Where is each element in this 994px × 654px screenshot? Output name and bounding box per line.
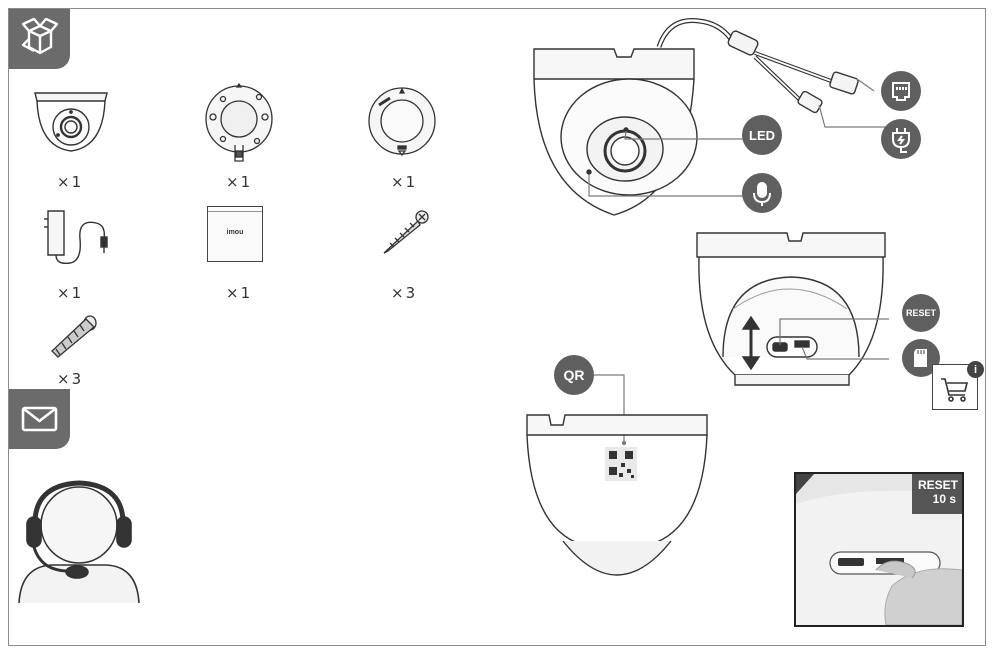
quick-start-page: ×1 ×1 ×1: [8, 8, 986, 646]
item-qty: ×1: [57, 173, 84, 191]
quick-start-guide-image: imou: [207, 206, 263, 262]
package-tab: [9, 9, 70, 69]
power-adapter-image: [44, 210, 108, 265]
shopping-cart-icon: [941, 378, 969, 402]
microphone-icon: [753, 182, 771, 206]
item-qty: ×3: [57, 370, 84, 388]
reset-label: RESET: [918, 478, 959, 492]
reset-instruction-panel: RESET 10 s: [794, 472, 964, 627]
guide-brand-text: imou: [226, 229, 244, 236]
sd-card-icon: [914, 349, 927, 367]
network-callout: [881, 71, 921, 111]
contact-tab: [9, 389, 70, 449]
qr-callout: QR: [554, 355, 594, 395]
reset-duration-label: RESET 10 s: [912, 474, 962, 514]
info-icon: i: [967, 361, 984, 378]
envelope-icon: [21, 406, 58, 432]
led-callout: LED: [742, 115, 782, 155]
microphone-callout: [742, 173, 782, 213]
item-qty: ×1: [391, 173, 418, 191]
camera-qr-diagram: [526, 374, 708, 576]
reset-duration: 10 s: [932, 492, 956, 506]
power-callout: [881, 119, 921, 159]
item-qty: ×1: [57, 284, 84, 302]
dome-camera-image: [34, 92, 108, 152]
power-plug-icon: [892, 128, 910, 153]
open-box-icon: [21, 17, 59, 55]
ethernet-port-icon: [892, 82, 910, 101]
headset-support-icon: [18, 480, 140, 604]
screw-image: [383, 210, 429, 254]
expansion-bolt-image: [51, 315, 97, 358]
item-qty: ×1: [226, 173, 253, 191]
item-qty: ×1: [226, 284, 253, 302]
positioning-sticker-image: [368, 87, 436, 157]
reset-callout: RESET: [902, 294, 940, 332]
camera-ports-diagram: [533, 18, 889, 216]
item-qty: ×3: [391, 284, 418, 302]
mounting-plate-image: [205, 82, 273, 162]
camera-bottom-diagram: [696, 232, 889, 386]
